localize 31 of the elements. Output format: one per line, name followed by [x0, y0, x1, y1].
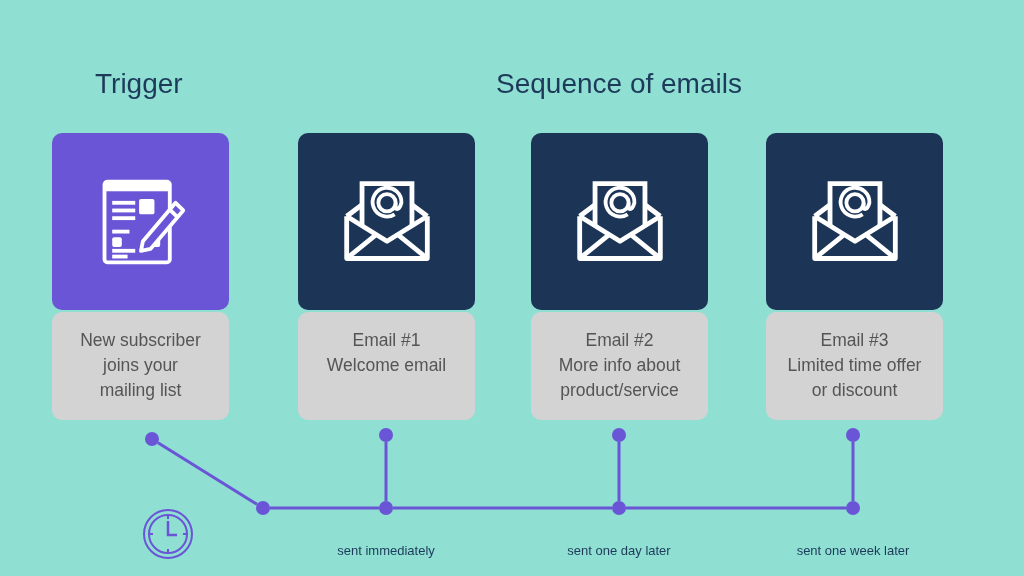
step-text-panel	[766, 312, 943, 420]
step-title: Email #3	[820, 329, 889, 352]
timeline-connector	[617, 442, 621, 501]
step-title: Email #2	[585, 329, 654, 352]
timing-label: sent immediately	[337, 543, 435, 558]
timeline-dot	[379, 501, 393, 515]
timing-label: sent one day later	[567, 543, 671, 558]
timeline-dot	[612, 501, 626, 515]
timeline-dot	[612, 428, 626, 442]
step-description: Welcome email	[326, 354, 447, 377]
step-text-panel	[52, 312, 229, 420]
timeline-connector	[851, 442, 855, 501]
step-title: Email #1	[352, 329, 421, 352]
timeline-connector	[626, 506, 846, 510]
timeline-connector	[157, 441, 258, 506]
timeline-dot	[846, 501, 860, 515]
timeline-dot	[256, 501, 270, 515]
section-heading: Trigger	[95, 68, 183, 100]
section-heading: Sequence of emails	[496, 68, 742, 100]
step-description: New subscriber joins your mailing list	[79, 329, 202, 402]
timeline-dot	[846, 428, 860, 442]
timeline-dot	[379, 428, 393, 442]
timeline-dot	[145, 432, 159, 446]
timeline-connector	[384, 442, 388, 501]
step-description: More info about product/service	[557, 354, 682, 402]
step-text-panel	[298, 312, 475, 420]
timing-label: sent one week later	[796, 543, 910, 558]
timeline-connector	[393, 506, 612, 510]
step-text-panel	[531, 312, 708, 420]
timeline-connector	[270, 506, 379, 510]
step-description: Limited time offer or discount	[786, 354, 923, 402]
